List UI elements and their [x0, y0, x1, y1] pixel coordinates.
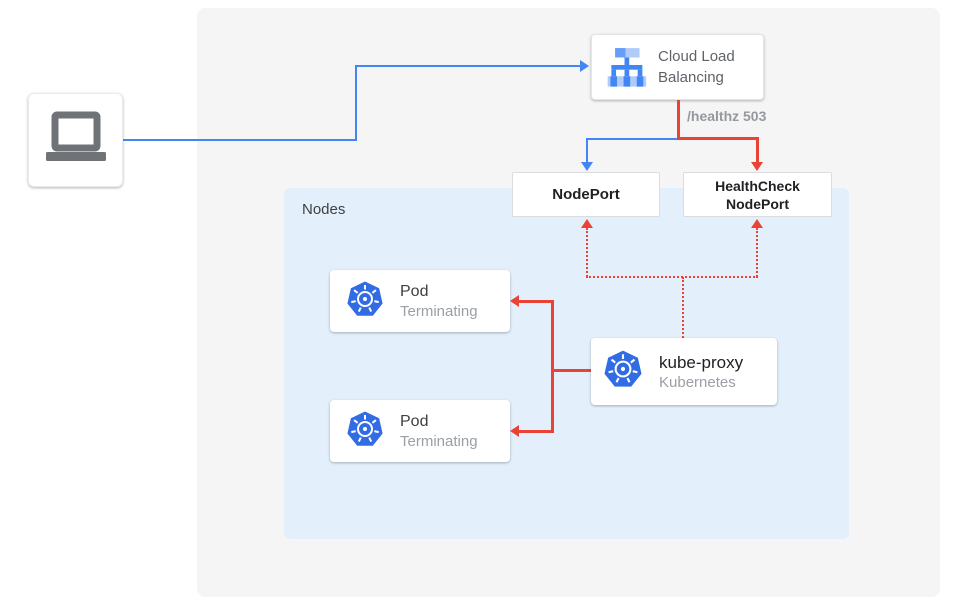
edge-kubeproxy-dotted-stem: [682, 277, 684, 338]
pod2-status: Terminating: [400, 432, 478, 450]
pod1-title: Pod: [400, 282, 429, 300]
arrowhead-dotted-into-nodeport: [581, 219, 593, 228]
edge-clb-to-nodeport-h: [587, 138, 677, 140]
laptop-icon: [44, 110, 108, 171]
edge-to-pod1-h: [519, 300, 552, 303]
edge-dotted-up-nodeport: [586, 228, 588, 277]
edge-client-to-clb-h2: [355, 65, 581, 67]
arrowhead-into-nodeport: [581, 162, 593, 171]
healthcheck-nodeport-node: HealthCheck NodePort: [683, 172, 832, 217]
pod1-node: Pod Terminating: [330, 270, 510, 332]
arrowhead-into-healthcheck: [751, 162, 763, 171]
kube-proxy-title: kube-proxy: [659, 352, 744, 372]
kube-proxy-node: kube-proxy Kubernetes: [591, 338, 777, 405]
kubernetes-icon: [346, 280, 384, 323]
edge-clb-drop-v: [677, 100, 680, 140]
edge-client-to-clb-v: [355, 65, 357, 141]
edge-client-to-clb-h: [123, 139, 357, 141]
arrowhead-dotted-into-healthcheck: [751, 219, 763, 228]
arrowhead-into-clb: [580, 60, 589, 72]
edge-kubeproxy-to-split: [552, 369, 591, 372]
edge-dotted-up-healthcheck: [756, 228, 758, 277]
edge-clb-to-hc-h: [677, 137, 759, 140]
nodeport-node: NodePort: [512, 172, 660, 217]
arrowhead-into-pod1: [510, 295, 519, 307]
pod2-node: Pod Terminating: [330, 400, 510, 462]
cloud-load-balancing-label: Cloud Load Balancing: [658, 48, 735, 86]
pod1-status: Terminating: [400, 302, 478, 320]
cloud-load-balancing-icon: [602, 42, 648, 93]
edge-to-pod2-h: [519, 430, 552, 433]
healthz-edge-label: /healthz 503: [687, 108, 767, 124]
nodes-panel-label: Nodes: [302, 201, 346, 218]
client-node: [28, 93, 123, 187]
kube-proxy-subtitle: Kubernetes: [659, 373, 736, 391]
edge-pod-split-v: [551, 300, 554, 433]
arrowhead-into-pod2: [510, 425, 519, 437]
kubernetes-icon: [346, 410, 384, 453]
pod2-title: Pod: [400, 412, 429, 430]
cloud-load-balancing-node: Cloud Load Balancing: [591, 34, 764, 100]
edge-clb-to-nodeport-v: [586, 138, 588, 164]
edge-clb-to-hc-v: [756, 137, 759, 163]
edge-kubeproxy-dotted-span: [586, 276, 758, 278]
kubernetes-icon: [603, 349, 643, 394]
